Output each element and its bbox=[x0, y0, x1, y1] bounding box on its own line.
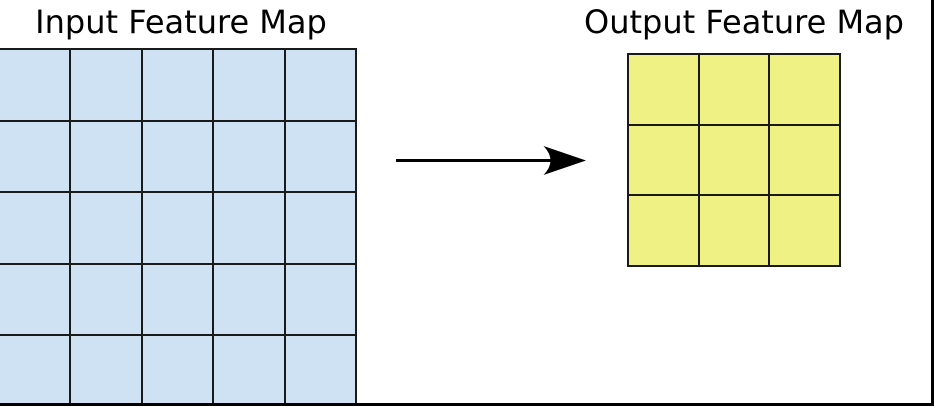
input-grid-cell bbox=[285, 264, 355, 335]
input-grid-cell bbox=[142, 50, 213, 120]
arrow-head bbox=[543, 146, 586, 175]
output-grid-cell bbox=[699, 55, 769, 124]
output-grid-cell bbox=[770, 125, 839, 195]
input-grid-cell bbox=[0, 336, 70, 406]
input-grid-cell bbox=[142, 193, 213, 263]
output-grid-cell bbox=[770, 196, 839, 265]
output-grid-cell bbox=[629, 196, 698, 265]
input-grid-cell bbox=[142, 264, 213, 335]
output-feature-map-title: Output Feature Map bbox=[584, 3, 904, 41]
input-grid-cell bbox=[0, 264, 70, 335]
input-grid-cell bbox=[0, 121, 70, 192]
input-feature-map-grid bbox=[0, 48, 357, 406]
input-grid-cell bbox=[214, 50, 284, 120]
input-feature-map-title: Input Feature Map bbox=[35, 3, 327, 41]
figure-border-bottom bbox=[0, 403, 934, 406]
output-grid-cell bbox=[699, 196, 769, 265]
input-grid-cell bbox=[0, 193, 70, 263]
input-grid-cell bbox=[142, 336, 213, 406]
input-grid-cell bbox=[71, 121, 141, 192]
input-grid-cell bbox=[285, 336, 355, 406]
input-grid-cell bbox=[0, 50, 70, 120]
input-grid-cell bbox=[71, 193, 141, 263]
output-feature-map-grid bbox=[627, 53, 841, 267]
input-grid-cell bbox=[71, 50, 141, 120]
input-grid-cell bbox=[285, 121, 355, 192]
input-grid-cell bbox=[214, 264, 284, 335]
input-grid-cell bbox=[214, 193, 284, 263]
output-grid-cell bbox=[699, 125, 769, 195]
input-grid-cell bbox=[214, 336, 284, 406]
input-grid-cell bbox=[71, 336, 141, 406]
output-grid-cell bbox=[629, 55, 698, 124]
input-grid-cell bbox=[285, 193, 355, 263]
input-grid-cell bbox=[214, 121, 284, 192]
input-grid-cell bbox=[71, 264, 141, 335]
output-grid-cell bbox=[770, 55, 839, 124]
figure-border-right bbox=[931, 0, 934, 406]
output-grid-cell bbox=[629, 125, 698, 195]
input-grid-cell bbox=[142, 121, 213, 192]
input-grid-cell bbox=[285, 50, 355, 120]
